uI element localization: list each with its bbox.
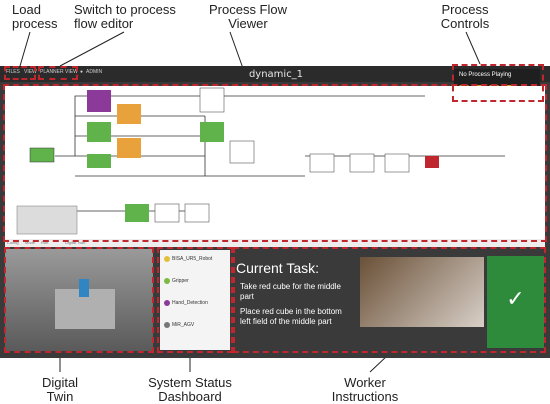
flow-node-grey xyxy=(184,203,210,223)
status-item-config: Config xyxy=(7,240,19,245)
highlight-controls xyxy=(452,64,544,102)
menu-files[interactable]: FILES xyxy=(6,69,20,75)
camera-image xyxy=(360,257,484,327)
confirm-button[interactable]: ✓ xyxy=(487,256,544,348)
annotation-status-dashboard: System Status Dashboard xyxy=(148,375,232,404)
annotation-flow-viewer: Process Flow Viewer xyxy=(208,2,288,31)
check-icon: ✓ xyxy=(506,286,525,311)
flow-node-grey xyxy=(384,153,410,173)
status-item-name: Hand_Detection xyxy=(172,300,208,306)
highlight-instructions xyxy=(233,247,546,353)
flow-node-grey xyxy=(309,153,335,173)
instruction-item: Take red cube for the middle part xyxy=(240,282,341,301)
highlight-digital-twin xyxy=(4,247,154,353)
minimap xyxy=(16,205,78,235)
person-icon: ● xyxy=(80,69,84,75)
menu-admin[interactable]: ADMIN xyxy=(86,69,103,75)
menu-view[interactable]: VIEW xyxy=(24,69,37,75)
current-task-heading: Current Task: xyxy=(236,260,319,276)
flow-node-green xyxy=(200,122,224,142)
flow-node-green xyxy=(87,122,111,142)
status-item-digital-twin: Digital Twin xyxy=(65,240,86,245)
status-dot xyxy=(164,278,170,284)
process-flow-graph[interactable] xyxy=(5,86,545,239)
flow-node-grey xyxy=(229,140,255,164)
flow-node-grey xyxy=(199,87,225,113)
highlight-status xyxy=(157,247,233,353)
status-dot xyxy=(164,322,170,328)
flow-node-grey xyxy=(349,153,375,173)
flow-node-purple xyxy=(87,90,111,112)
status-item-name: BISA_UR5_Robot xyxy=(172,256,213,262)
annotation-switch-editor: Switch to process flow editor xyxy=(74,2,176,31)
highlight-flow xyxy=(3,84,547,242)
menu-planner-view[interactable]: PLANNER VIEW xyxy=(40,69,78,75)
menubar: FILES VIEW PLANNER VIEW ● ADMIN xyxy=(0,66,550,82)
flow-node-orange xyxy=(117,138,141,158)
status-item-name: MiR_AGV xyxy=(172,322,195,328)
flow-node-green xyxy=(125,204,149,222)
flow-node-red xyxy=(425,156,439,168)
flow-node-start xyxy=(29,147,55,163)
status-item-run: Run xyxy=(41,240,49,245)
annotation-digital-twin: Digital Twin xyxy=(41,375,79,404)
highlight-load xyxy=(4,66,36,80)
status-dot xyxy=(164,300,170,306)
status-item-name: Gripper xyxy=(172,278,189,284)
status-item-mode: Mode xyxy=(25,240,36,245)
process-status-text: No Process Playing xyxy=(459,72,512,78)
instruction-item: Place red cube in the bottom left field … xyxy=(240,307,342,326)
annotation-load-process: Load process xyxy=(12,2,58,31)
robot-arm xyxy=(79,279,89,297)
flow-node-green xyxy=(87,154,111,168)
window-title: dynamic_1 xyxy=(248,69,304,80)
digital-twin-view[interactable] xyxy=(5,249,153,351)
status-dot xyxy=(164,256,170,262)
annotation-process-controls: Process Controls xyxy=(440,2,490,31)
status-strip: Config Mode Run Digital Twin xyxy=(5,239,545,247)
flow-node-orange xyxy=(117,104,141,124)
annotation-worker-instructions: Worker Instructions xyxy=(331,375,399,404)
highlight-planner xyxy=(38,66,78,80)
system-status-dashboard: BISA_UR5_Robot Gripper Hand_Detection Mi… xyxy=(160,250,230,350)
flow-node-grey xyxy=(154,203,180,223)
